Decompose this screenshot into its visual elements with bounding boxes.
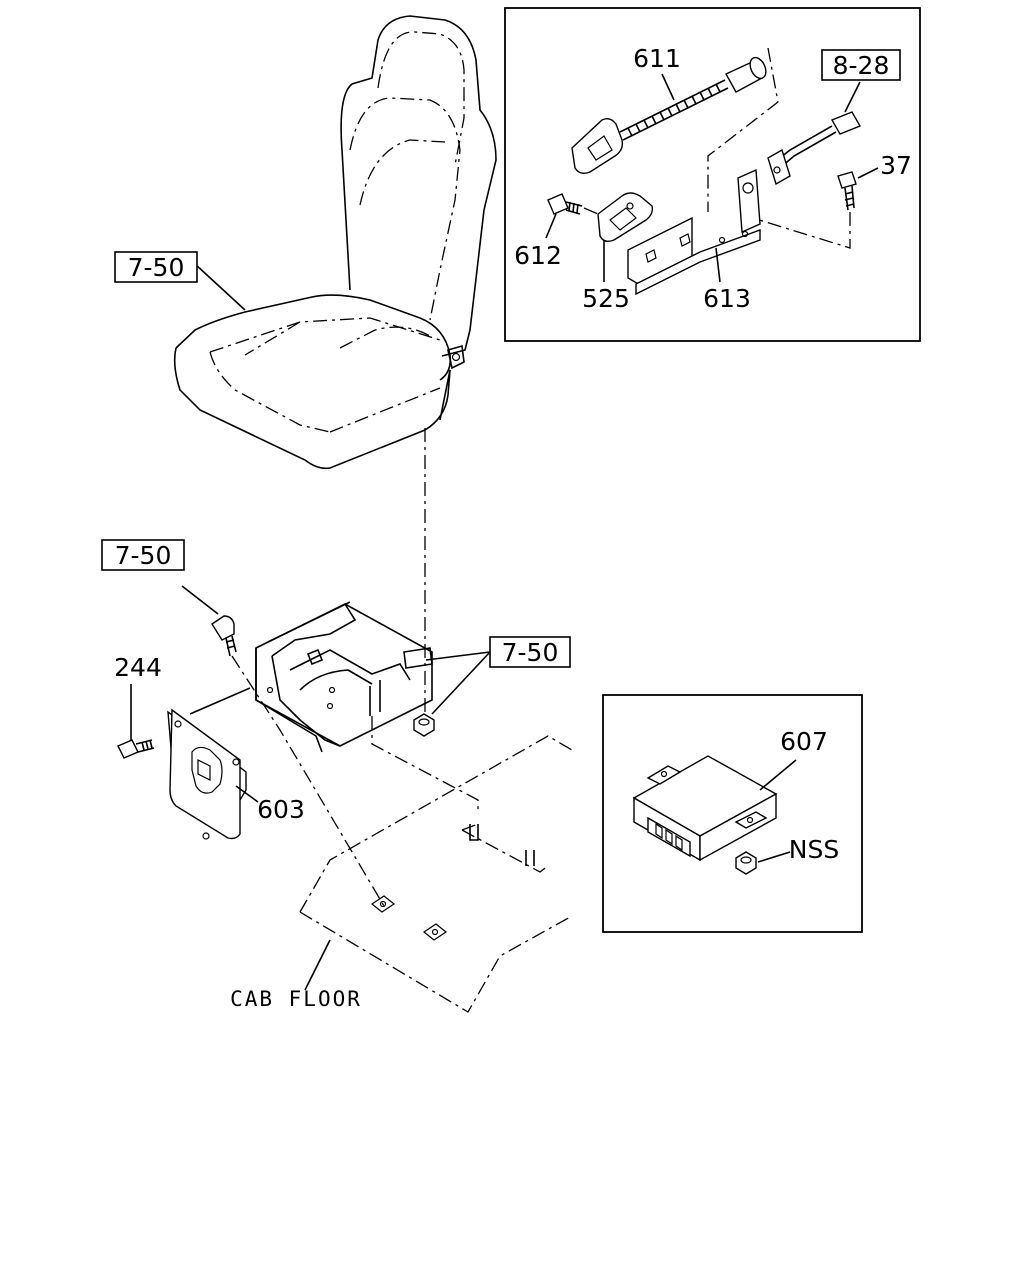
- label-607: 607: [780, 727, 828, 756]
- label-612: 612: [514, 241, 562, 270]
- label-244: 244: [114, 653, 162, 682]
- seat-base-nut[interactable]: [413, 713, 435, 737]
- label-603: 603: [257, 795, 305, 824]
- harness-reference-label: 8-28: [833, 51, 890, 80]
- bolt-reference-box[interactable]: 7-50: [101, 539, 185, 571]
- part-244-bolt[interactable]: [117, 739, 155, 759]
- part-613-bracket[interactable]: [627, 168, 761, 296]
- part-37-bolt[interactable]: [739, 171, 857, 249]
- bolt-reference-label: 7-50: [115, 541, 172, 570]
- nss-nut[interactable]: [735, 851, 757, 875]
- part-611-cable[interactable]: [571, 47, 779, 212]
- cab-floor[interactable]: [299, 716, 573, 1013]
- label-611: 611: [633, 44, 681, 73]
- label-613: 613: [703, 284, 751, 313]
- nss-label: NSS: [789, 835, 839, 864]
- seat-base-riser[interactable]: [255, 601, 433, 753]
- harness-reference-box[interactable]: 8-28: [821, 49, 901, 81]
- part-607-controller[interactable]: [632, 755, 778, 862]
- cab-floor-label: CAB FLOOR: [230, 987, 362, 1011]
- part-525-clip[interactable]: [597, 192, 654, 243]
- seat-reference-box[interactable]: 7-50: [114, 251, 198, 283]
- part-8-28-harness[interactable]: [767, 111, 862, 186]
- label-525: 525: [582, 284, 630, 313]
- nut-reference-label: 7-50: [502, 638, 559, 667]
- seat-base-bolt[interactable]: [211, 615, 237, 657]
- seat-assembly[interactable]: [173, 15, 497, 470]
- part-612-screw[interactable]: [547, 193, 599, 215]
- label-37: 37: [880, 151, 912, 180]
- detail-box-switch: [504, 7, 921, 342]
- seat-reference-label: 7-50: [128, 253, 185, 282]
- nut-reference-box[interactable]: 7-50: [489, 636, 571, 668]
- part-603-plate[interactable]: [167, 708, 247, 840]
- detail-box-controller: [602, 694, 863, 933]
